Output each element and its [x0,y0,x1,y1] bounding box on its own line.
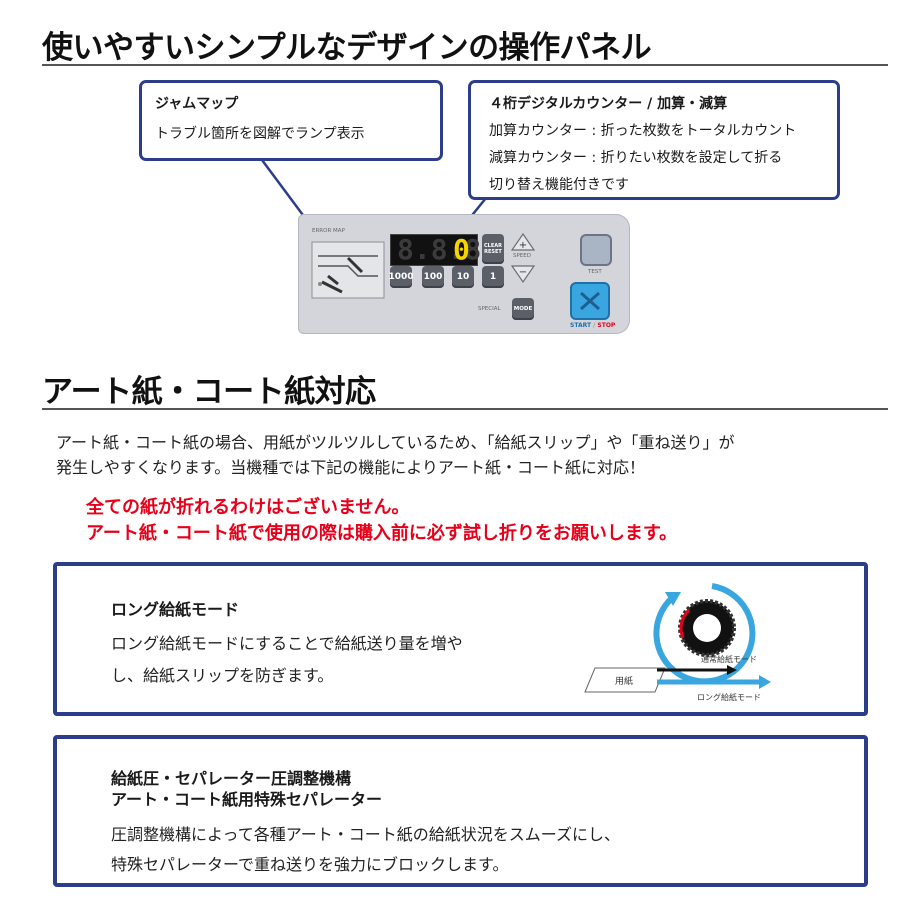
counter-display: 8.8.8 0 [390,233,482,266]
start-stop-button[interactable] [570,282,610,320]
start-stop-icon [580,291,600,311]
paper-label: 用紙 [615,675,633,687]
test-button[interactable] [580,234,612,266]
feature-long-feed-body-2: し、給紙スリップを防ぎます。 [111,666,334,685]
callout-counter: ４桁デジタルカウンター / 加算・減算 加算カウンター : 折った枚数をトータル… [468,80,840,200]
start-stop-labels: START / STOP [570,322,616,329]
mode-button[interactable]: MODE [512,298,534,320]
callout-counter-line1: 加算カウンター : 折った枚数をトータルカウント [489,123,797,139]
section-title-art-paper: アート紙・コート紙対応 [42,374,376,410]
feature-separator-heading-1: 給紙圧・セパレーター圧調整機構 [111,769,352,788]
feature-separator-body-2: 特殊セパレーターで重ね送りを強力にブロックします。 [111,855,509,874]
control-panel: ERROR MAP 8.8.8 0 CLEAR RESET + SPEED − … [298,214,630,334]
speed-label: SPEED [513,253,531,259]
test-label: TEST [588,269,602,275]
feature-separator: 給紙圧・セパレーター圧調整機構 アート・コート紙用特殊セパレーター 圧調整機構に… [53,735,868,887]
speed-up-button[interactable]: + [510,232,536,252]
callout-jam-map-heading: ジャムマップ [155,96,239,112]
clear-reset-button[interactable]: CLEAR RESET [482,234,504,264]
plus-symbol: + [519,240,527,251]
section-divider [42,64,888,66]
minus-symbol: − [519,267,527,278]
warning-line-2: アート紙・コート紙で使用の際は購入前に必ず試し折りをお願いします。 [86,523,678,544]
key-10[interactable]: 10 [452,266,474,288]
callout-counter-line2: 減算カウンター : 折りたい枚数を設定して折る [489,150,783,166]
long-feed-diagram: 用紙 通常給紙モード ロング給紙モード [584,583,771,702]
special-label: SPECIAL [478,306,501,312]
stop-label: STOP [597,322,616,329]
normal-mode-label: 通常給紙モード [701,654,757,664]
callout-counter-heading: ４桁デジタルカウンター / 加算・減算 [489,96,728,112]
key-1000[interactable]: 1000 [388,266,414,288]
callout-jam-map: ジャムマップ トラブル箇所を図解でランプ表示 [139,80,443,161]
feature-long-feed: ロング給紙モード ロング給紙モードにすることで給紙送り量を増や し、給紙スリップ… [53,562,868,716]
display-dim-digits: 8.8.8 [397,233,482,266]
callout-jam-map-text: トラブル箇所を図解でランプ表示 [155,126,365,142]
error-map-label: ERROR MAP [312,228,345,234]
reset-label: RESET [484,249,502,255]
error-map-diagram [311,241,385,299]
warning-line-1: 全ての紙が折れるわけはございません。 [86,497,410,518]
key-1[interactable]: 1 [482,266,504,288]
section-title-control-panel: 使いやすいシンプルなデザインの操作パネル [42,30,652,66]
section-divider-2 [42,408,888,410]
feature-long-feed-heading: ロング給紙モード [111,600,240,619]
intro-line-2: 発生しやすくなります。当機種では下記の機能によりアート紙・コート紙に対応！ [56,458,645,477]
start-label: START [570,322,592,329]
speed-down-button[interactable]: − [510,264,536,284]
feature-separator-body-1: 圧調整機構によって各種アート・コート紙の給紙状況をスムーズにし、 [111,825,620,844]
intro-line-1: アート紙・コート紙の場合、用紙がツルツルしているため、「給紙スリップ」や「重ね送… [56,433,735,452]
clear-label: CLEAR [484,243,502,249]
display-value: 0 [453,233,470,266]
long-mode-label: ロング給紙モード [697,692,761,702]
callout-counter-line3: 切り替え機能付きです [489,177,629,193]
key-100[interactable]: 100 [422,266,444,288]
feature-separator-heading-2: アート・コート紙用特殊セパレーター [111,790,383,809]
feature-long-feed-body-1: ロング給紙モードにすることで給紙送り量を増や [111,634,463,653]
